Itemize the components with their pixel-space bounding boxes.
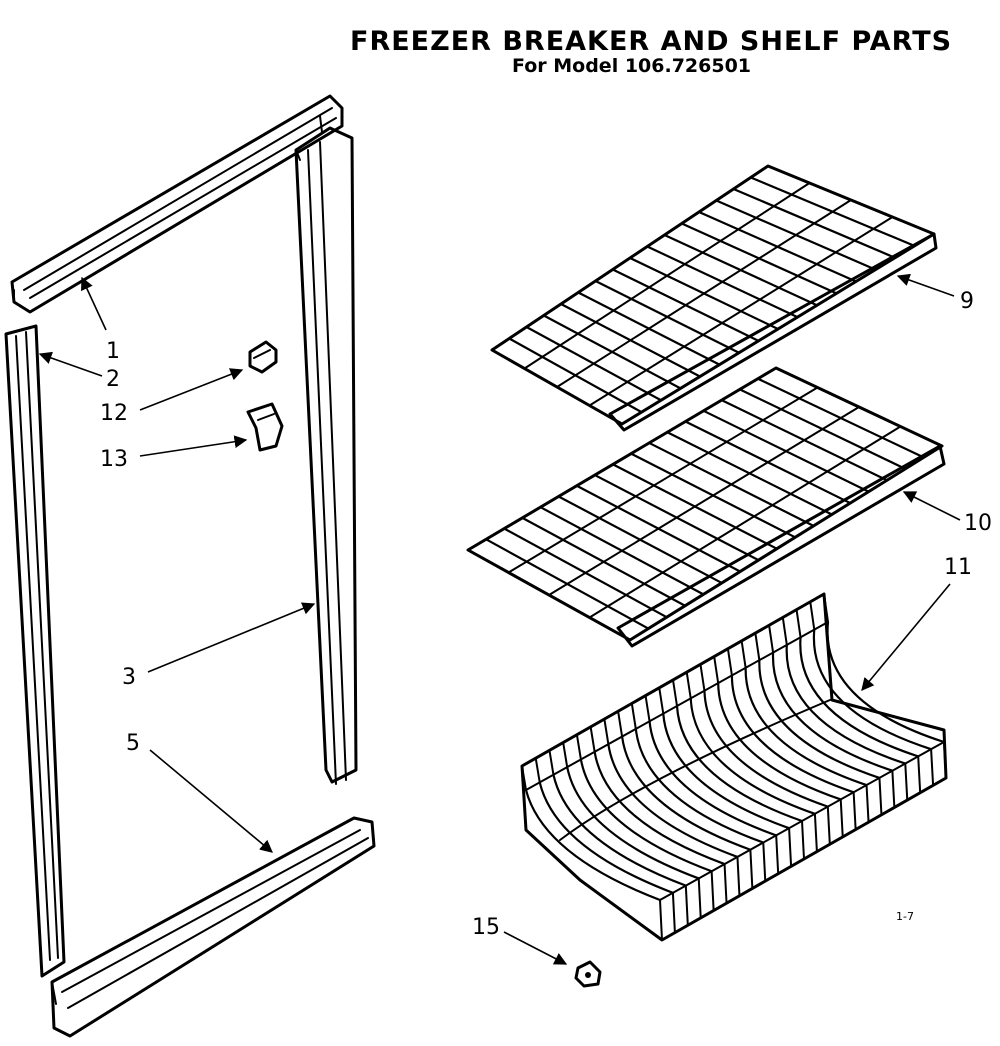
diagram-title: FREEZER BREAKER AND SHELF PARTS (350, 26, 952, 57)
callout-12: 12 (100, 401, 128, 426)
part-5-bottom-breaker-strip (50, 816, 376, 1038)
part-15-fastener (574, 960, 602, 988)
part-2-left-breaker (4, 324, 66, 978)
part-10-lower-wire-shelf (466, 366, 946, 648)
diagram-subtitle: For Model 106.726501 (512, 55, 751, 77)
corner-code: 1-7 (896, 910, 914, 923)
part-3-right-breaker (294, 126, 358, 785)
callout-1: 1 (106, 339, 120, 364)
callout-9: 9 (960, 289, 974, 314)
callout-2: 2 (106, 367, 120, 392)
callout-5: 5 (126, 731, 140, 756)
callout-10: 10 (964, 511, 992, 536)
part-9-upper-wire-shelf (490, 164, 938, 432)
leader-lines (38, 273, 961, 965)
part-12-clip (248, 340, 278, 374)
part-1-top-breaker-strip (10, 94, 344, 314)
callout-15: 15 (472, 915, 500, 940)
callout-3: 3 (122, 665, 136, 690)
part-13-clip (246, 402, 284, 452)
callout-13: 13 (100, 447, 128, 472)
part-11-wire-basket (520, 592, 948, 942)
callout-11: 11 (944, 555, 972, 580)
